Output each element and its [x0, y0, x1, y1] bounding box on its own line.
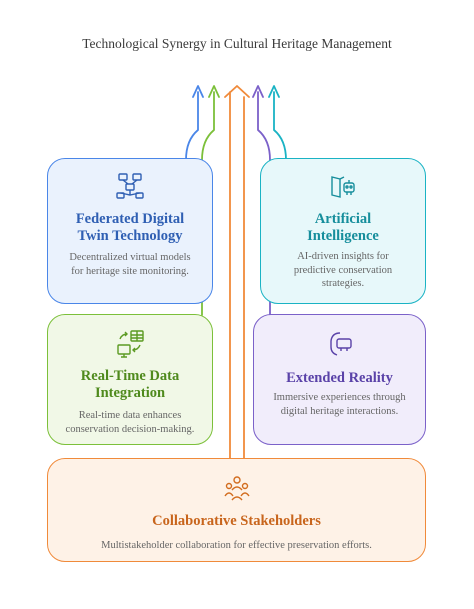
card-description: Immersive experiences through digital he…: [273, 392, 406, 417]
card-title: Federated Digital Twin Technology: [75, 211, 185, 244]
card-collaborative-stakeholders: Collaborative Stakeholders Multistakehol…: [47, 458, 426, 562]
card-real-time-data: Real-Time Data Integration Real-time dat…: [47, 314, 213, 445]
diagram-title: Technological Synergy in Cultural Herita…: [82, 36, 392, 51]
card-description: Real-time data enhances conservation dec…: [65, 410, 195, 435]
card-artificial-intelligence: Artificial Intelligence AI-driven insigh…: [260, 158, 426, 304]
card-description: AI-driven insights for predictive conser…: [293, 251, 393, 289]
card-title: Artificial Intelligence: [307, 211, 379, 244]
card-title: Real-Time Data Integration: [80, 368, 180, 401]
people-group-icon: [222, 472, 252, 502]
card-description: Decentralized virtual models for heritag…: [69, 252, 191, 277]
network-nodes-icon: [115, 171, 145, 201]
card-extended-reality: Extended Reality Immersive experiences t…: [253, 314, 426, 445]
card-description: Multistakeholder collaboration for effec…: [101, 540, 372, 551]
robot-book-icon: [328, 171, 358, 201]
card-federated-digital-twin: Federated Digital Twin Technology Decent…: [47, 158, 213, 304]
vr-headset-icon: [325, 329, 355, 359]
card-title: Collaborative Stakeholders: [152, 513, 321, 529]
card-title: Extended Reality: [286, 370, 393, 386]
orange-arrow-left: [224, 85, 250, 459]
data-sync-icon: [115, 329, 145, 359]
